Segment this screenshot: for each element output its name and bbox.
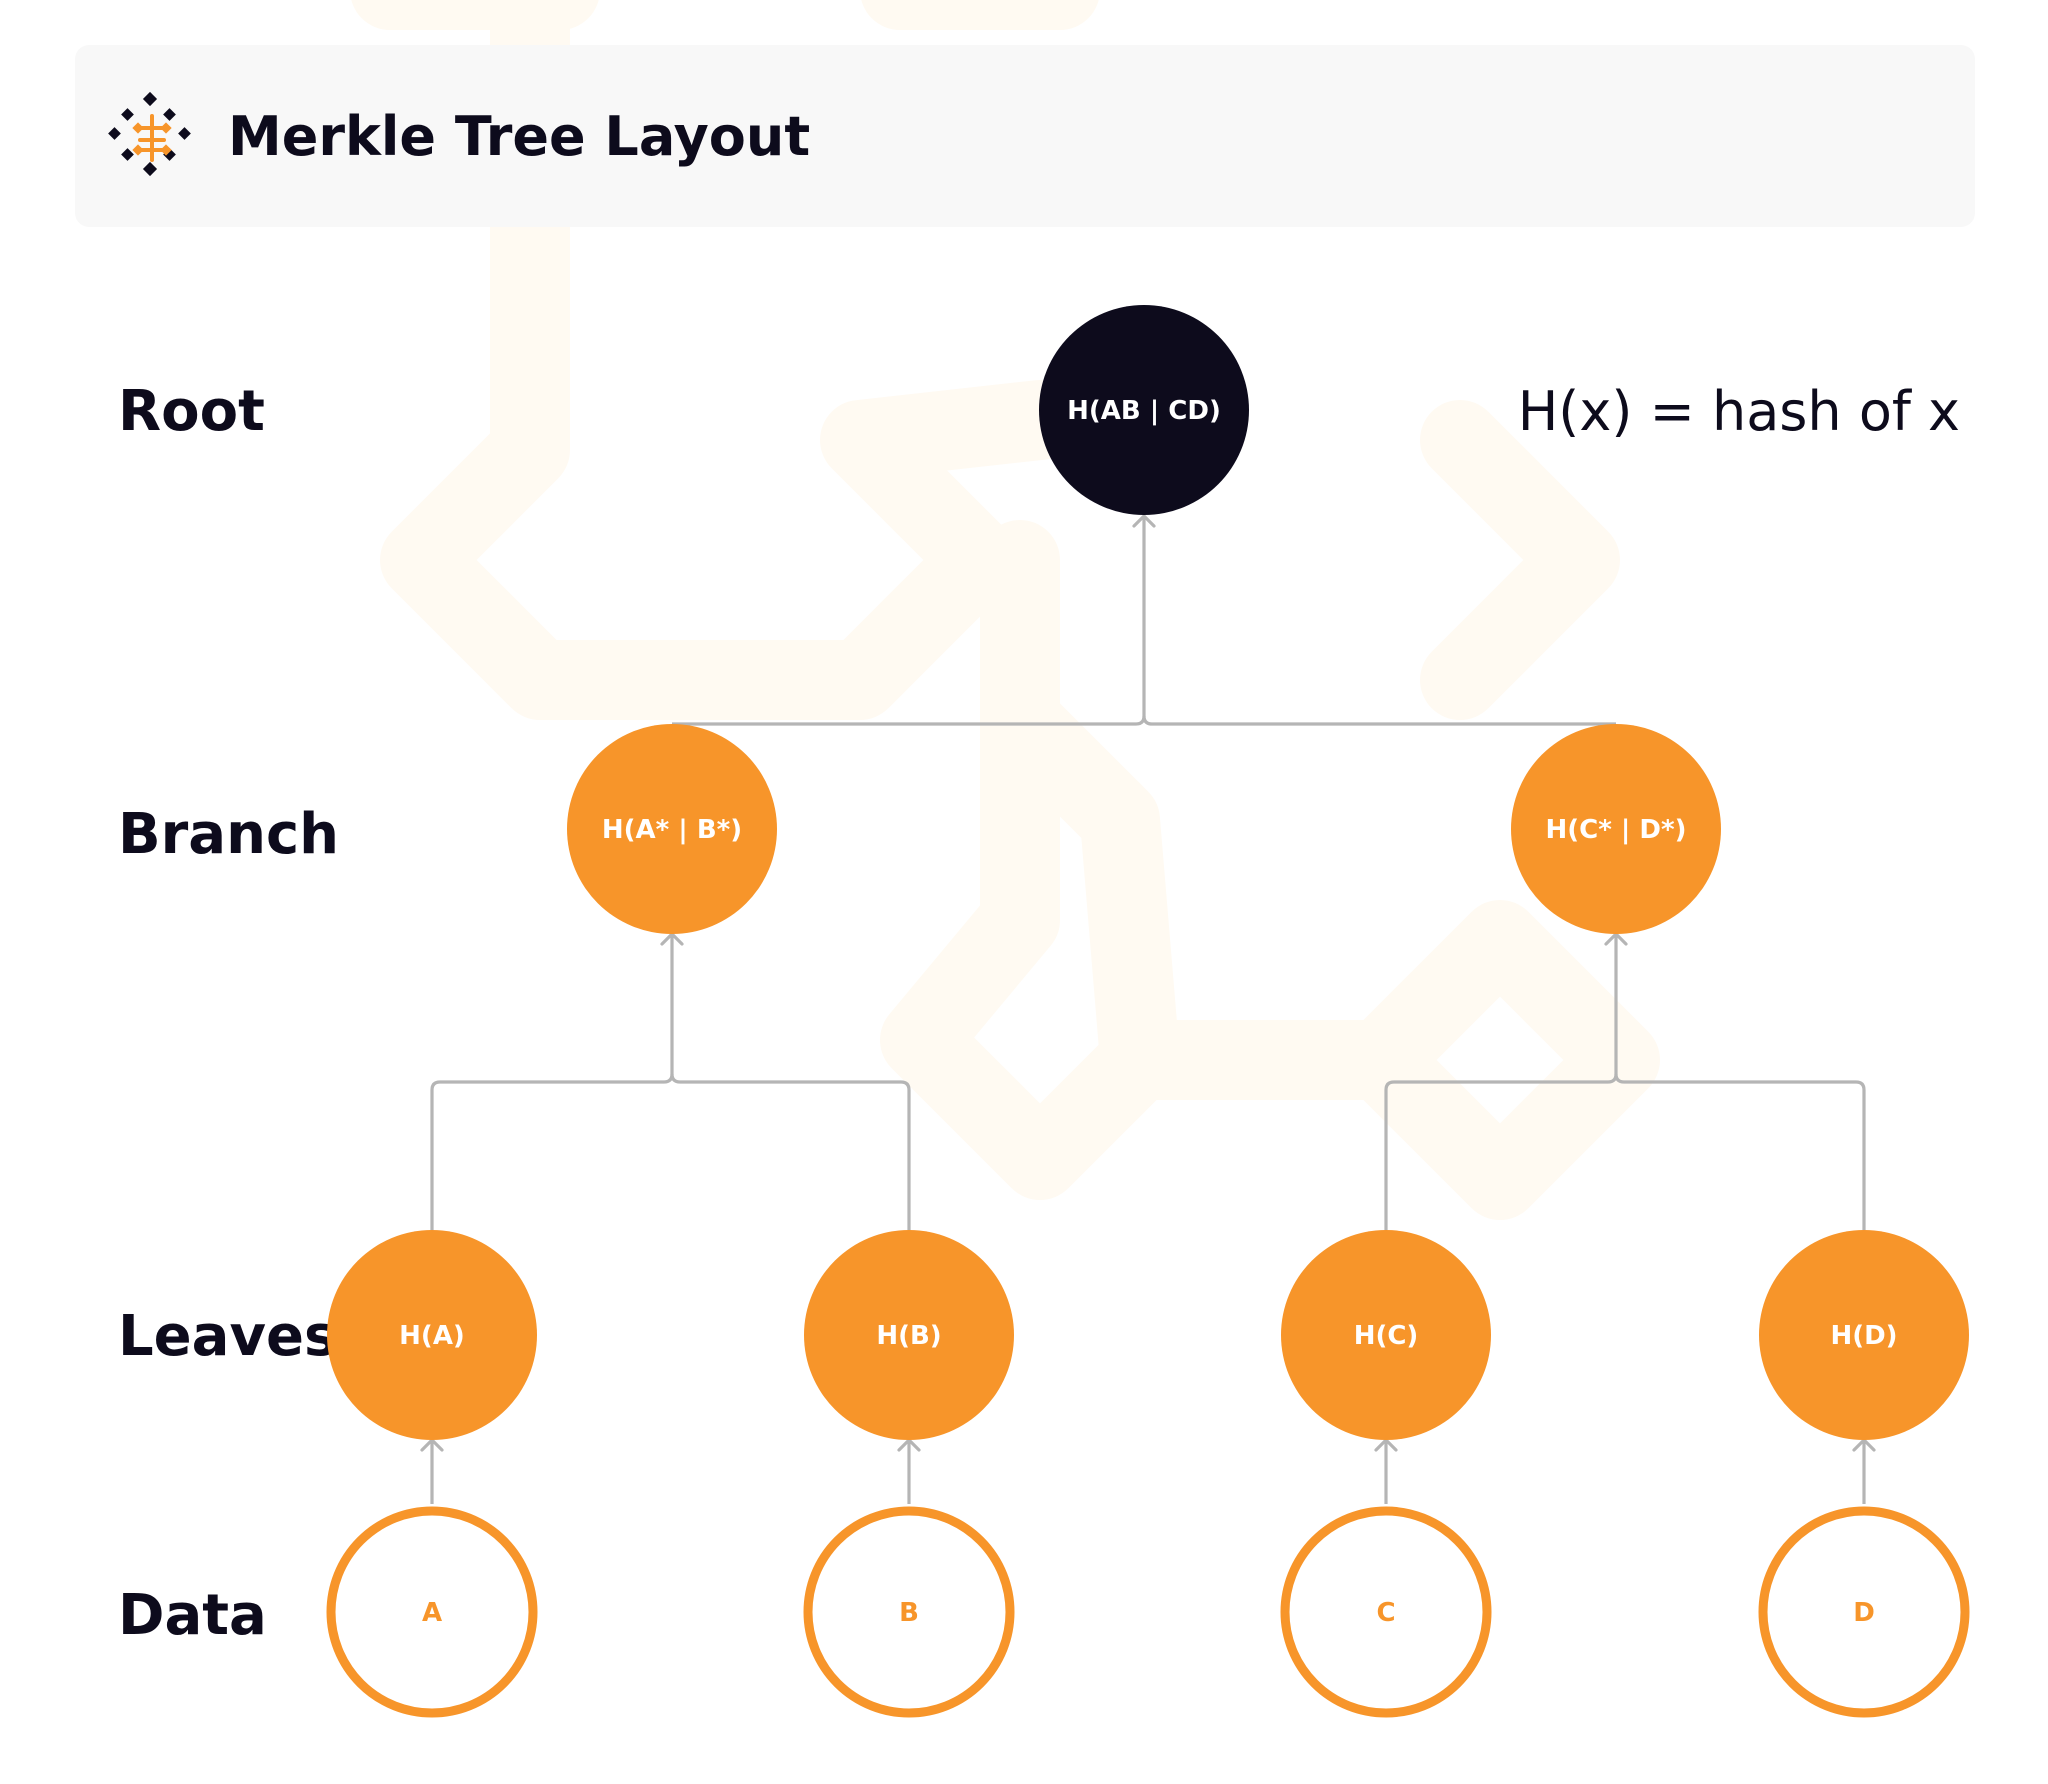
level-label-root: Root bbox=[118, 379, 265, 444]
page-title: Merkle Tree Layout bbox=[228, 105, 810, 168]
data-node-c: C bbox=[1280, 1506, 1492, 1718]
leaf-node-a-label: H(A) bbox=[399, 1321, 465, 1351]
data-node-d: D bbox=[1758, 1506, 1970, 1718]
leaf-node-a: H(A) bbox=[327, 1230, 537, 1440]
leaf-node-d-label: H(D) bbox=[1830, 1321, 1897, 1351]
branch-node-left: H(A* | B*) bbox=[567, 724, 777, 934]
leaf-node-b-label: H(B) bbox=[876, 1321, 941, 1351]
data-node-a-label: A bbox=[422, 1598, 442, 1628]
leaf-node-d: H(D) bbox=[1759, 1230, 1969, 1440]
root-node: H(AB | CD) bbox=[1039, 305, 1249, 515]
level-label-leaves: Leaves bbox=[118, 1304, 337, 1369]
level-label-data: Data bbox=[118, 1583, 267, 1648]
background-motif bbox=[351, 0, 1660, 1220]
root-node-label: H(AB | CD) bbox=[1067, 396, 1221, 426]
header-bar bbox=[75, 45, 1975, 227]
branch-node-right-label: H(C* | D*) bbox=[1546, 815, 1687, 845]
data-node-b-label: B bbox=[899, 1598, 919, 1628]
data-node-d-label: D bbox=[1853, 1598, 1875, 1628]
data-node-a: A bbox=[326, 1506, 538, 1718]
hash-legend: H(x) = hash of x bbox=[1518, 380, 1960, 443]
edges-data-leaves bbox=[420, 1438, 1876, 1504]
edges-root-branches bbox=[672, 514, 1616, 726]
branch-node-left-label: H(A* | B*) bbox=[602, 815, 742, 845]
leaf-node-c: H(C) bbox=[1281, 1230, 1491, 1440]
branch-node-right: H(C* | D*) bbox=[1511, 724, 1721, 934]
data-node-b: B bbox=[803, 1506, 1015, 1718]
data-node-c-label: C bbox=[1376, 1598, 1395, 1628]
leaf-node-c-label: H(C) bbox=[1354, 1321, 1419, 1351]
edges-leaves-branch-left bbox=[430, 932, 911, 1230]
leaf-node-b: H(B) bbox=[804, 1230, 1014, 1440]
level-label-branch: Branch bbox=[118, 802, 339, 867]
